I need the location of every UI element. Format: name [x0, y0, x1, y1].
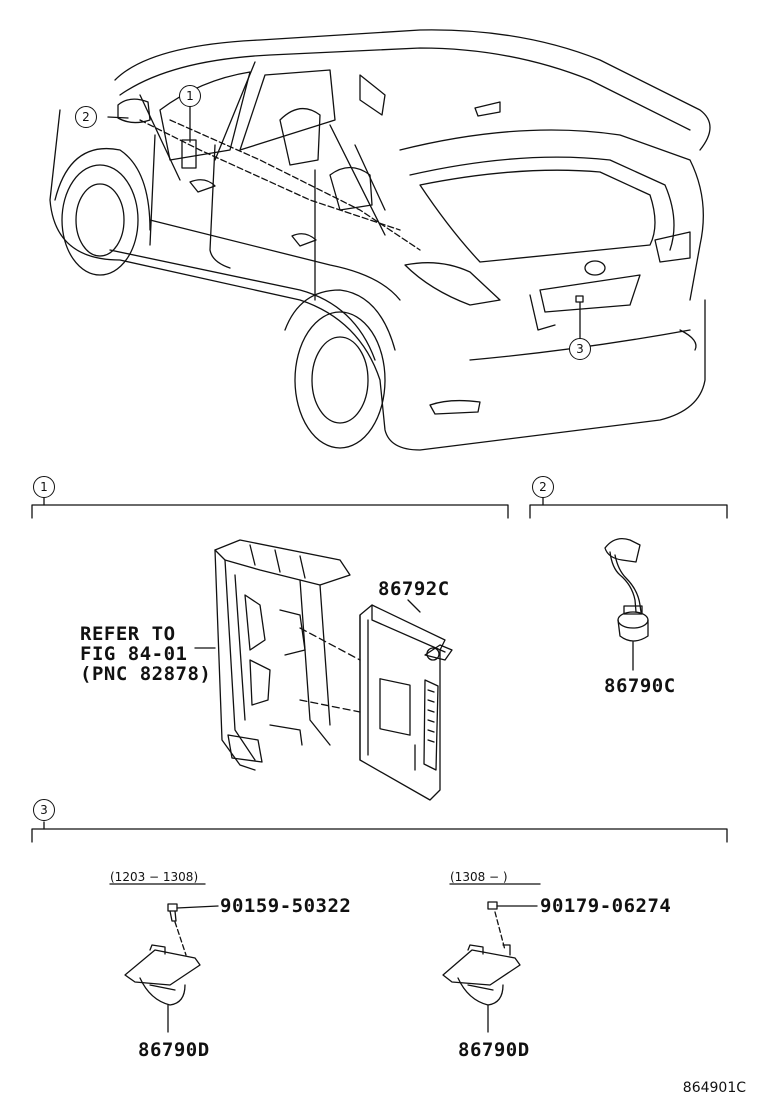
- vehicle-illustration: [49, 29, 711, 451]
- date-range-b: (1308 − ): [450, 870, 508, 884]
- section-1-bracket: [31, 504, 509, 519]
- refer-line-2: FIG 84-01: [80, 643, 188, 665]
- section-2-bracket: [529, 504, 728, 519]
- part-number-module[interactable]: 86792C: [378, 578, 450, 600]
- ecu-module-drawing: [359, 604, 453, 801]
- date-range-a: (1203 − 1308): [110, 870, 199, 884]
- part-number-camera-a[interactable]: 86790D: [138, 1039, 210, 1061]
- section-3-bracket: [31, 828, 728, 843]
- refer-line-3: (PNC 82878): [80, 663, 212, 685]
- section-3-callout: 3: [33, 799, 55, 821]
- callout-2-on-vehicle: 2: [75, 106, 97, 128]
- callout-3-on-vehicle: 3: [569, 338, 591, 360]
- part-number-screw-b[interactable]: 90179-06274: [540, 895, 672, 917]
- part-number-screw-a[interactable]: 90159-50322: [220, 895, 352, 917]
- module-bracket-drawing: [214, 539, 351, 771]
- part-number-sensor[interactable]: 86790C: [604, 675, 676, 697]
- refer-line-1: REFER TO: [80, 623, 176, 645]
- callout-1-on-vehicle: 1: [179, 85, 201, 107]
- camera-right-drawing: [442, 901, 538, 1033]
- section-2-callout: 2: [532, 476, 554, 498]
- figure-number: 864901C: [682, 1080, 746, 1096]
- sensor-drawing: [604, 537, 649, 671]
- camera-left-drawing: [124, 903, 219, 1033]
- section-1-callout: 1: [33, 476, 55, 498]
- part-number-camera-b[interactable]: 86790D: [458, 1039, 530, 1061]
